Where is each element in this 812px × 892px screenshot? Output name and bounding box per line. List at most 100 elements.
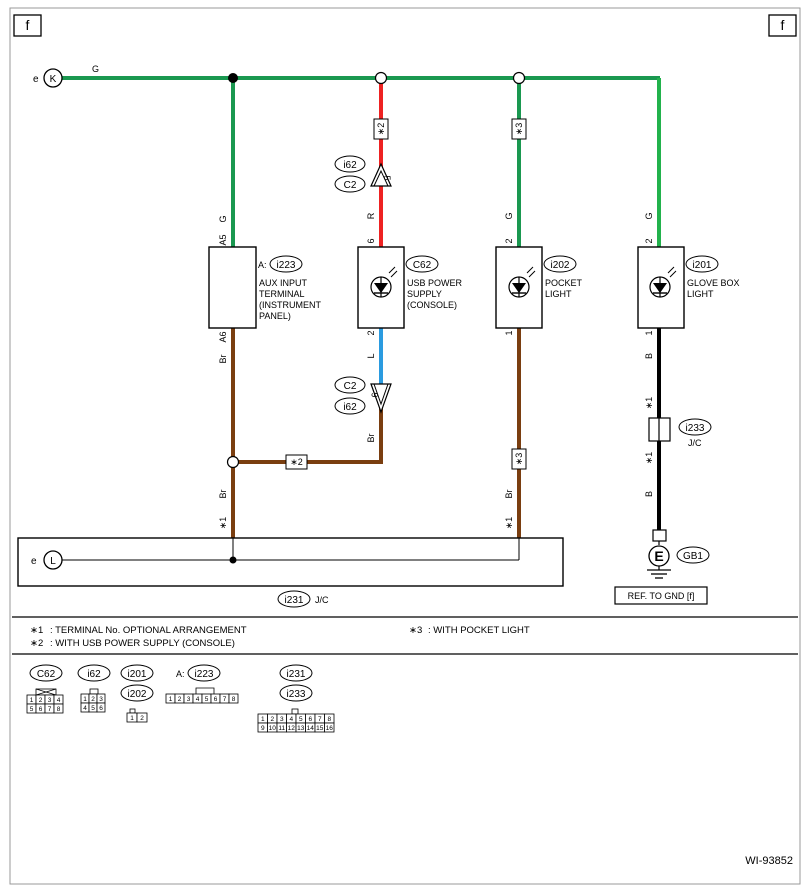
c62-pin-number: 5 [30,706,34,713]
marker-box-return-star2[interactable]: ∗2 [285,454,308,470]
i231-pin-number: 7 [318,716,322,723]
inline-connector-lower[interactable]: 6 [370,383,392,414]
pin-usb-top: 6 [366,238,376,243]
aux-ref: A: [258,260,267,270]
page-code-right-text: f [781,17,785,33]
connector-view-i62-code: i62 [87,669,101,680]
connector-l[interactable]: L [43,550,63,570]
jc-i231-block[interactable] [17,537,564,587]
marker-box-pocket-star3-bottom[interactable]: ∗3 [511,448,527,470]
i62-pin-number: 5 [91,705,95,712]
legend-note1-mark: ∗1 [30,625,43,636]
marker-box-pocket-star3-top[interactable]: ∗3 [511,118,527,140]
connector-view-i202-code: i202 [128,689,147,700]
ground-code-bubble[interactable]: GB1 [676,546,710,564]
marker-return-star2: ∗2 [290,457,303,467]
aux-label-line-4: PANEL) [259,311,291,321]
component-aux-box[interactable] [208,246,257,329]
marker-box-usb-star2[interactable]: ∗2 [373,118,389,140]
connector-view-c62-bubble[interactable]: C62 [29,664,63,682]
i223-pin-number: 6 [214,696,218,703]
connector-view-i62-bubble[interactable]: i62 [77,664,111,682]
splice-node-usb[interactable] [374,71,388,85]
i62-pin-number: 2 [91,696,95,703]
wire-label-glove-g: G [644,212,654,219]
aux-code-bubble[interactable]: i223 [269,255,303,273]
inline-lower-code-b: i62 [343,402,357,413]
splice-node-pocket[interactable] [512,71,526,85]
pin-aux-bottom: A6 [218,331,228,342]
i231-pin-number: 13 [297,725,305,732]
pocket-lamp-icon [508,266,536,298]
i231-pin-number: 12 [288,725,296,732]
i223-pin-number: 1 [169,696,173,703]
pocket-code: i202 [551,260,570,271]
jc-i233-label: J/C [688,438,702,448]
usb-code-bubble[interactable]: C62 [405,255,439,273]
wire-usb-brown[interactable] [233,408,383,464]
glove-code: i201 [693,260,712,271]
connector-view-i231-bubble[interactable]: i231 [279,664,313,682]
connector-l-letter: L [50,556,56,567]
connector-view-i202-bubble[interactable]: i202 [120,684,154,702]
connector-k[interactable]: K [43,68,63,88]
inline-connector-upper[interactable]: 5 [370,162,392,187]
jc-i231-code: i231 [285,595,304,606]
legend-note2-text: : WITH USB POWER SUPPLY (CONSOLE) [50,638,235,649]
i201-pin-number: 2 [140,715,144,722]
ground-icon[interactable]: E [647,545,671,579]
connector-view-c62-code: C62 [37,669,56,680]
inline-upper-code-b-bubble[interactable]: C2 [334,175,366,193]
wire-label-aux-br-upper: Br [218,354,228,363]
i231-pin-number: 3 [280,716,284,723]
inline-upper-code-a-bubble[interactable]: i62 [334,155,366,173]
i231-pin-number: 6 [308,716,312,723]
ground-code: GB1 [683,551,703,562]
marker-aux-star1: ∗1 [218,517,228,530]
diagram-border [9,7,801,885]
connector-view-i233-bubble[interactable]: i233 [279,684,313,702]
glove-code-bubble[interactable]: i201 [685,255,719,273]
glove-label-line-2: LIGHT [687,289,714,299]
jc-i231-code-bubble[interactable]: i231 [277,590,311,608]
inline-lower-code-b-bubble[interactable]: i62 [334,397,366,415]
pin-pocket-bottom: 1 [504,330,514,335]
i62-pin-number: 4 [83,705,87,712]
connector-view-i223-bubble[interactable]: i223 [187,664,221,682]
wire-label-pocket-g: G [504,212,514,219]
connector-view-i231-latch [291,708,299,715]
wire-label-aux-g: G [218,215,228,222]
i231-pin-number: 10 [269,725,277,732]
marker-usb-star2: ∗2 [376,123,386,136]
c62-pin-number: 4 [57,697,61,704]
i231-pin-cell [324,722,335,733]
connector-view-i223-code: i223 [195,669,214,680]
splice-node-usb-return[interactable] [226,455,240,469]
inline-upper-code-a: i62 [343,160,357,171]
connector-view-i201-bubble[interactable]: i201 [120,664,154,682]
i223-pin-cell [228,693,239,704]
pocket-label-line-1: POCKET [545,278,583,288]
page-code-right[interactable]: f [768,14,797,37]
i223-pin-number: 7 [223,696,227,703]
ground-ref-box[interactable]: REF. TO GND [f] [614,586,708,605]
connector-view-i62-latch [89,688,99,695]
inline-lower-code-a-bubble[interactable]: C2 [334,376,366,394]
jc-i233-code-bubble[interactable]: i233 [678,418,712,436]
page-code-left[interactable]: f [13,14,42,37]
wire-label-usb-r: R [366,212,376,219]
inline-upper-pin: 5 [382,175,392,180]
usb-label-line-1: USB POWER [407,278,463,288]
pocket-code-bubble[interactable]: i202 [543,255,577,273]
i201-pin-cell [136,712,148,723]
marker-pocket-star1: ∗1 [504,517,514,530]
splice-node-aux[interactable] [228,73,238,83]
legend-note3-text: : WITH POCKET LIGHT [428,625,530,636]
glove-lamp-icon [649,266,677,298]
i231-pin-number: 8 [327,716,331,723]
legend-note1-text: : TERMINAL No. OPTIONAL ARRANGEMENT [50,625,247,636]
connector-view-i201-code: i201 [128,669,147,680]
